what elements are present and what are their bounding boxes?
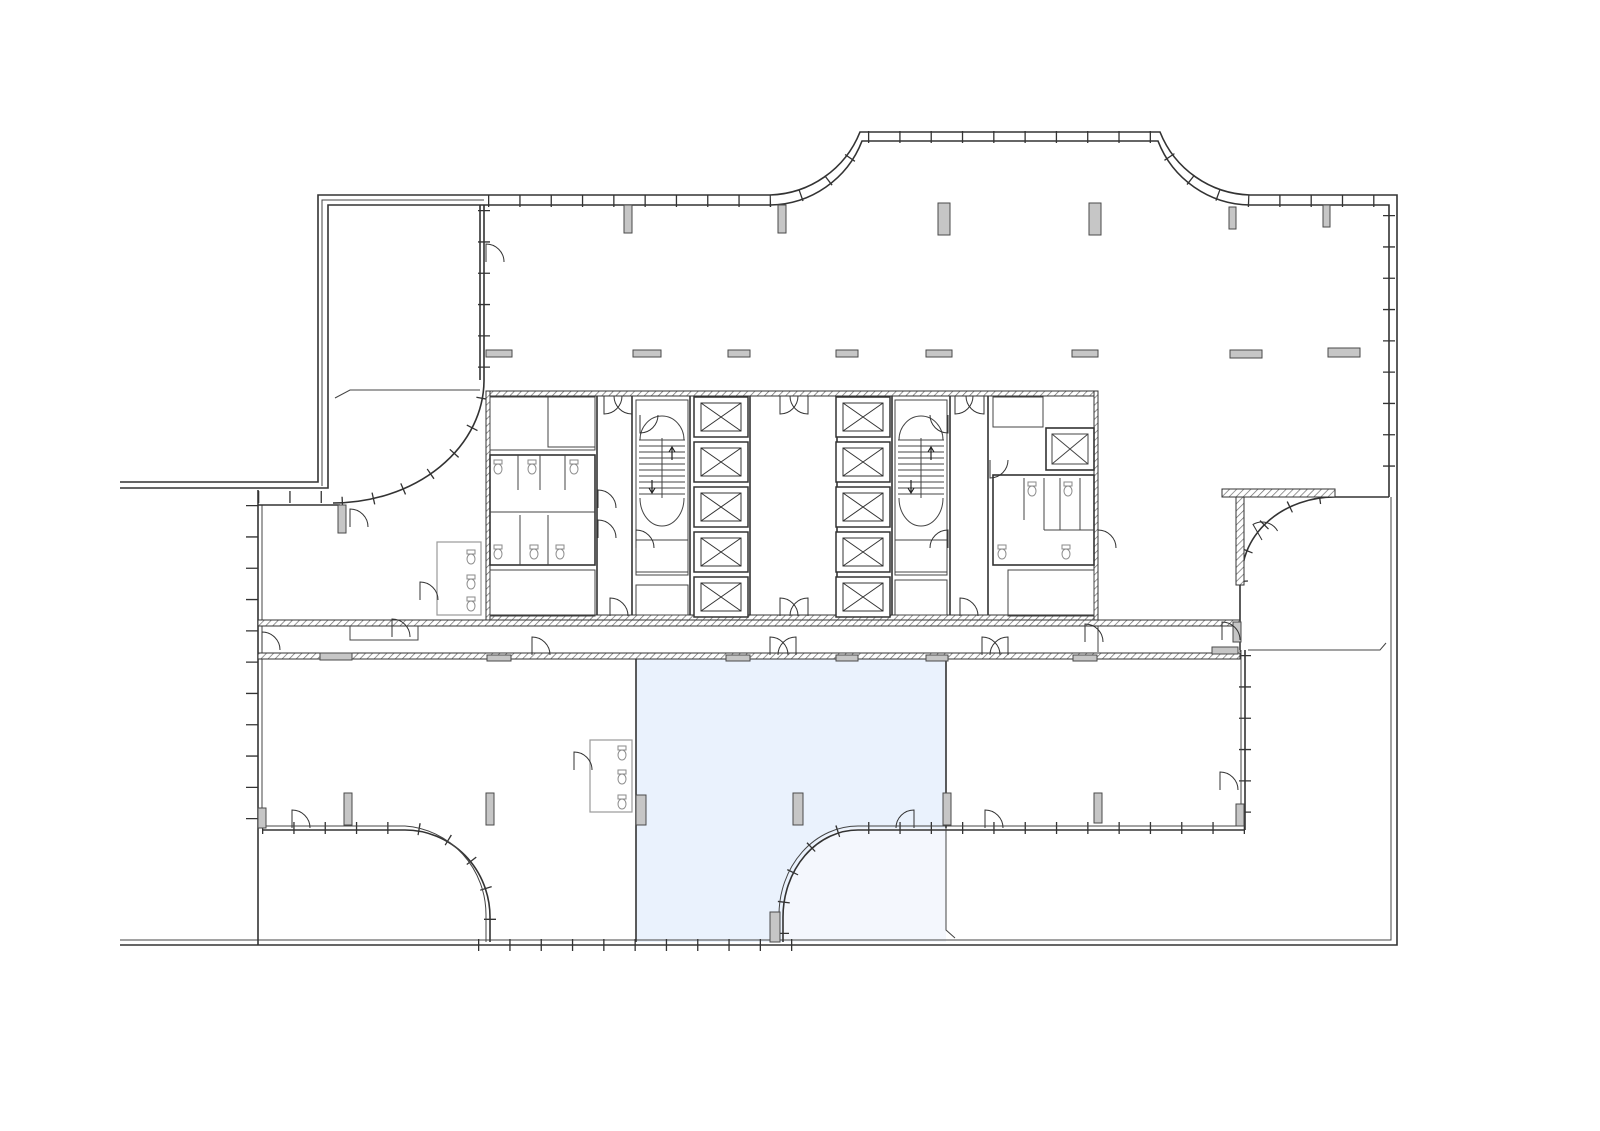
- column-icon: [835, 654, 859, 662]
- exterior-walls: [120, 131, 1398, 946]
- column-icon: [925, 654, 949, 662]
- column-icon: [1322, 204, 1331, 228]
- column-icon: [1228, 206, 1237, 230]
- column-icon: [769, 911, 781, 943]
- column-icon: [1071, 349, 1099, 358]
- elevator-icon: [693, 486, 749, 528]
- toilet-icon: [997, 544, 1007, 560]
- restroom-unit: [589, 739, 633, 813]
- toilet-icon: [527, 459, 537, 475]
- toilet-icon: [529, 544, 539, 560]
- column-icon: [1072, 654, 1098, 662]
- toilet-icon: [466, 549, 476, 565]
- column-icon: [835, 349, 859, 358]
- toilet-icon: [466, 596, 476, 612]
- column-icon: [1327, 347, 1361, 358]
- elevator-icon: [693, 396, 749, 438]
- column-icon: [1232, 621, 1242, 643]
- restroom-fixtures: [436, 459, 1073, 813]
- elevator-icon: [835, 396, 891, 438]
- column-icon: [343, 792, 353, 826]
- toilet-icon: [1027, 481, 1037, 497]
- elevator-icon: [693, 576, 749, 618]
- toilet-icon: [1061, 544, 1071, 560]
- toilet-icon: [555, 544, 565, 560]
- column-icon: [623, 204, 633, 234]
- column-icon: [942, 792, 952, 826]
- column-icon: [635, 794, 647, 826]
- toilet-icon: [493, 459, 503, 475]
- column-icon: [1235, 803, 1245, 827]
- toilet-icon: [569, 459, 579, 475]
- column-icon: [319, 652, 353, 661]
- column-icon: [485, 792, 495, 826]
- column-icon: [727, 349, 751, 358]
- toilet-icon: [466, 574, 476, 590]
- structural-columns: [257, 202, 1361, 943]
- elevator-icon: [835, 531, 891, 573]
- column-icon: [925, 349, 953, 358]
- toilet-icon: [493, 544, 503, 560]
- column-icon: [1088, 202, 1102, 236]
- column-icon: [1211, 646, 1239, 655]
- elevator-icon: [835, 441, 891, 483]
- highlighted-space[interactable]: [636, 657, 946, 942]
- elevator-icon: [835, 486, 891, 528]
- elevator-icon: [693, 441, 749, 483]
- column-icon: [632, 349, 662, 358]
- elevators-right: [835, 396, 891, 618]
- toilet-icon: [617, 745, 627, 761]
- column-icon: [257, 807, 267, 829]
- elevator-icon: [835, 576, 891, 618]
- column-icon: [777, 204, 787, 234]
- elevators-left: [693, 396, 749, 618]
- column-icon: [792, 792, 804, 826]
- toilet-icon: [617, 794, 627, 810]
- toilet-icon: [1063, 481, 1073, 497]
- column-icon: [485, 349, 513, 358]
- elevator-icon: [693, 531, 749, 573]
- column-icon: [1093, 792, 1103, 824]
- building-core: [485, 390, 1099, 621]
- toilet-icon: [617, 769, 627, 785]
- column-icon: [725, 654, 751, 662]
- column-icon: [486, 654, 512, 662]
- restroom-unit: [436, 541, 482, 616]
- column-icon: [937, 202, 951, 236]
- column-icon: [1229, 349, 1263, 359]
- column-icon: [337, 504, 347, 534]
- highlight-area-light[interactable]: [783, 828, 946, 942]
